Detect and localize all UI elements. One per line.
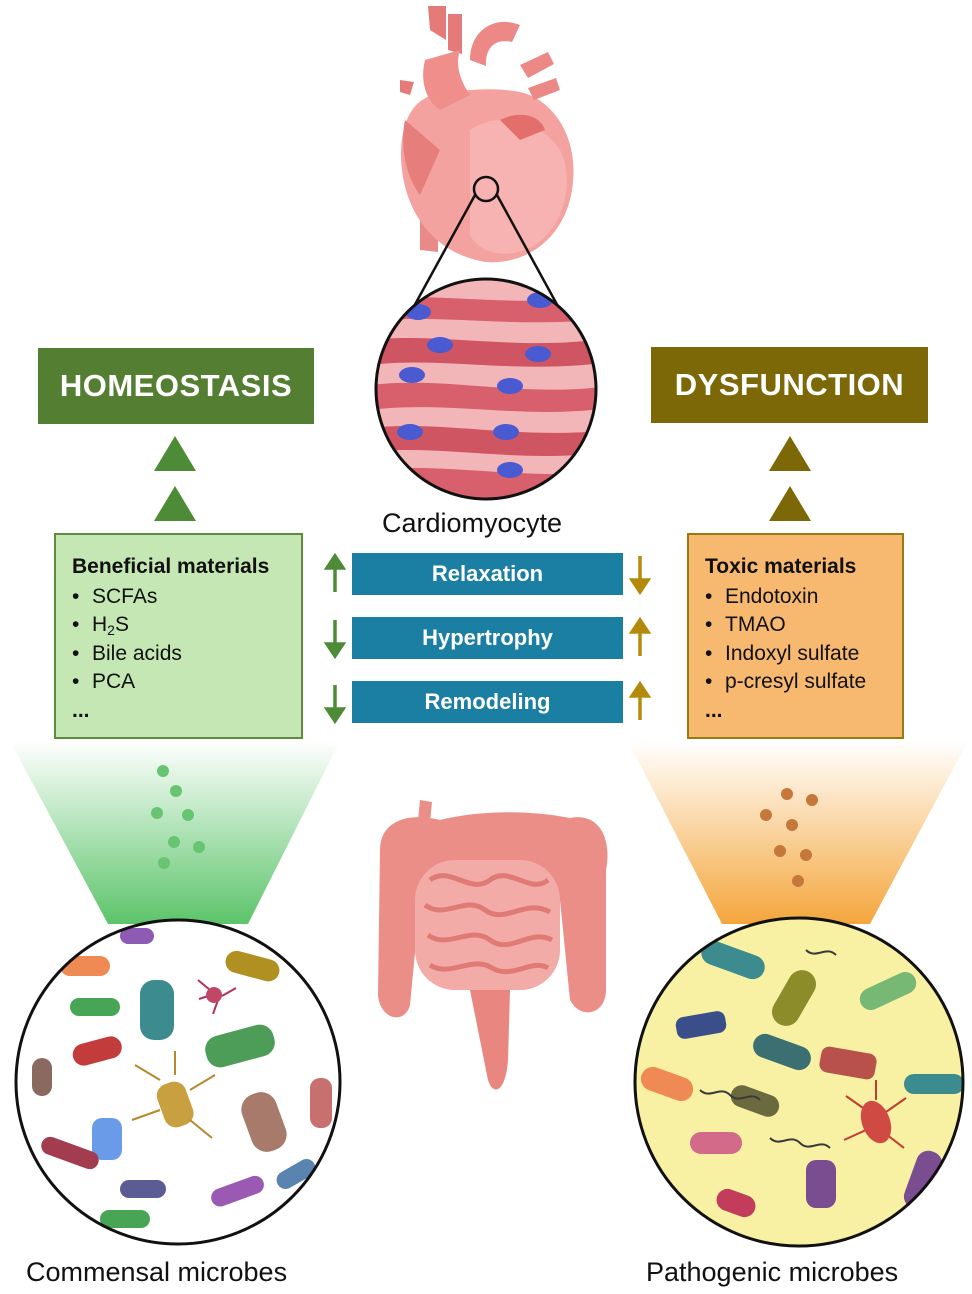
toxic-metabolite-dots <box>760 788 818 887</box>
beneficial-item: Bile acids <box>72 640 301 669</box>
pathogenic-funnel <box>628 741 968 924</box>
beneficial-list: SCFAs H2S Bile acids PCA ... <box>72 583 301 726</box>
intestine-icon <box>378 800 608 1090</box>
homeostasis-arrows <box>154 436 196 521</box>
dysfunction-box: DYSFUNCTION <box>651 347 928 423</box>
toxic-item: Indoxyl sulfate <box>705 640 902 669</box>
effect-hypertrophy: Hypertrophy <box>352 617 623 659</box>
h2s-s: S <box>114 613 129 636</box>
toxic-item: p-cresyl sulfate <box>705 668 902 697</box>
toxic-item: Endotoxin <box>705 583 902 612</box>
h2s-h: H <box>92 613 108 636</box>
pathogenic-microbes-label: Pathogenic microbes <box>646 1257 899 1287</box>
effect-remodeling: Remodeling <box>352 681 623 723</box>
beneficial-title: Beneficial materials <box>72 555 270 578</box>
dysfunction-arrows <box>769 436 811 521</box>
beneficial-metabolite-dots <box>151 765 205 869</box>
effect-relaxation: Relaxation <box>352 553 623 595</box>
heart-icon <box>400 6 574 263</box>
pathogenic-microbes-icon <box>633 916 965 1248</box>
toxic-list: Endotoxin TMAO Indoxyl sulfate p-cresyl … <box>705 583 902 726</box>
toxic-item: TMAO <box>705 611 902 640</box>
beneficial-item: H2S <box>72 611 301 640</box>
commensal-microbes-icon <box>14 918 342 1246</box>
toxic-title: Toxic materials <box>705 555 857 578</box>
h2s-subscript: 2 <box>107 622 115 638</box>
beneficial-item: SCFAs <box>72 583 301 612</box>
toxic-direction-arrows <box>628 556 652 720</box>
beneficial-more: ... <box>72 698 90 722</box>
toxic-more: ... <box>705 698 723 722</box>
homeostasis-box: HOMEOSTASIS <box>38 348 314 424</box>
beneficial-item: PCA <box>72 668 301 697</box>
toxic-materials-box: Toxic materials Endotoxin TMAO Indoxyl s… <box>687 533 904 739</box>
beneficial-materials-box: Beneficial materials SCFAs H2S Bile acid… <box>54 533 303 739</box>
beneficial-direction-arrows <box>323 552 347 725</box>
cardiomyocyte-tissue-icon <box>374 277 598 501</box>
commensal-funnel <box>10 741 340 924</box>
cardiomyocyte-label: Cardiomyocyte <box>382 508 563 538</box>
commensal-microbes-label: Commensal microbes <box>26 1257 288 1287</box>
